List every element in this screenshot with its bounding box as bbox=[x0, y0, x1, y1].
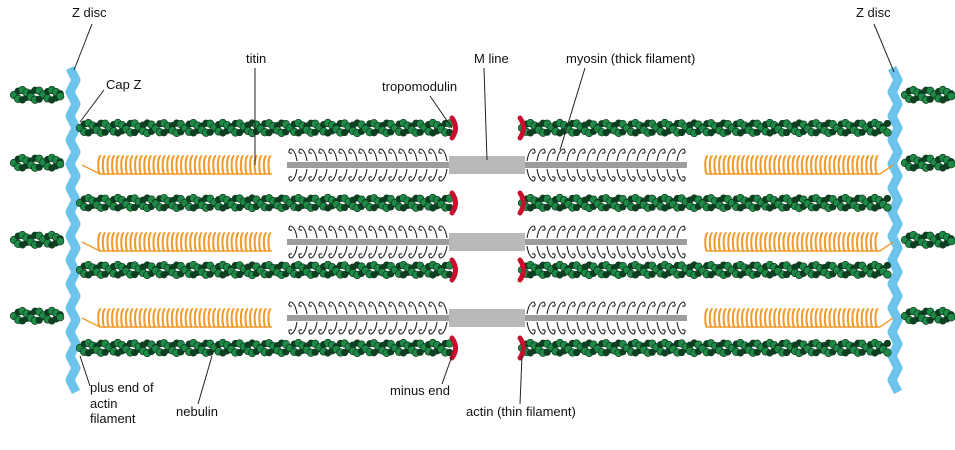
titin-left-1 bbox=[98, 156, 272, 174]
actin-stub-left-4 bbox=[10, 307, 64, 324]
actin-stub-left-2 bbox=[10, 154, 64, 171]
titin-label: titin bbox=[246, 52, 266, 66]
titin-left-2 bbox=[98, 233, 272, 251]
actin-filament-right-2 bbox=[518, 194, 891, 212]
actin-stub-left-1 bbox=[10, 86, 64, 103]
tropomodulin-left-1 bbox=[452, 118, 456, 138]
plus-end-leader bbox=[80, 356, 90, 386]
minus-end-label: minus end bbox=[390, 384, 450, 398]
tropomodulin-left-4 bbox=[452, 338, 456, 358]
titin-right-2 bbox=[705, 233, 880, 251]
actin-stub-right-3 bbox=[901, 231, 955, 248]
actin-label: actin (thin filament) bbox=[466, 405, 576, 419]
titin-right-1 bbox=[705, 156, 880, 174]
myosin-thick-filament-2 bbox=[287, 226, 687, 258]
actin-filament-left-3 bbox=[76, 261, 453, 279]
z-disc-left-label: Z disc bbox=[72, 6, 107, 20]
actin-leader bbox=[520, 356, 522, 404]
tropomodulin-label: tropomodulin bbox=[382, 80, 457, 94]
tropomodulin-left-3 bbox=[452, 260, 456, 280]
nebulin-leader bbox=[198, 356, 212, 404]
actin-filament-right-1 bbox=[518, 119, 891, 137]
nebulin-label: nebulin bbox=[176, 405, 218, 419]
actin-filament-left-1 bbox=[76, 119, 453, 137]
actin-filament-right-3 bbox=[518, 261, 891, 279]
actin-stub-right-1 bbox=[901, 86, 955, 103]
myosin-leader bbox=[560, 68, 585, 150]
z-disc-right-leader bbox=[874, 24, 894, 72]
titin-left-3 bbox=[98, 309, 272, 327]
cap-z-leader bbox=[80, 90, 104, 122]
actin-stub-right-4 bbox=[901, 307, 955, 324]
m-line-label: M line bbox=[474, 52, 509, 66]
actin-filament-left-2 bbox=[76, 194, 453, 212]
z-disc-right bbox=[892, 68, 898, 392]
actin-filament-left-4 bbox=[76, 339, 453, 357]
z-disc-right-label: Z disc bbox=[856, 6, 891, 20]
cap-z-label: Cap Z bbox=[106, 78, 141, 92]
myosin-label: myosin (thick filament) bbox=[566, 52, 695, 66]
m-line-leader bbox=[484, 68, 487, 160]
actin-stub-right-2 bbox=[901, 154, 955, 171]
plus-end-label: plus end of actin filament bbox=[90, 380, 160, 427]
z-disc-left-leader bbox=[74, 24, 92, 70]
myosin-thick-filament-3 bbox=[287, 302, 687, 334]
z-disc-left bbox=[70, 68, 76, 392]
titin-right-3 bbox=[705, 309, 880, 327]
actin-filament-right-4 bbox=[518, 339, 891, 357]
minus-end-leader bbox=[442, 356, 452, 384]
tropomodulin-left-2 bbox=[452, 193, 456, 213]
actin-stub-left-3 bbox=[10, 231, 64, 248]
